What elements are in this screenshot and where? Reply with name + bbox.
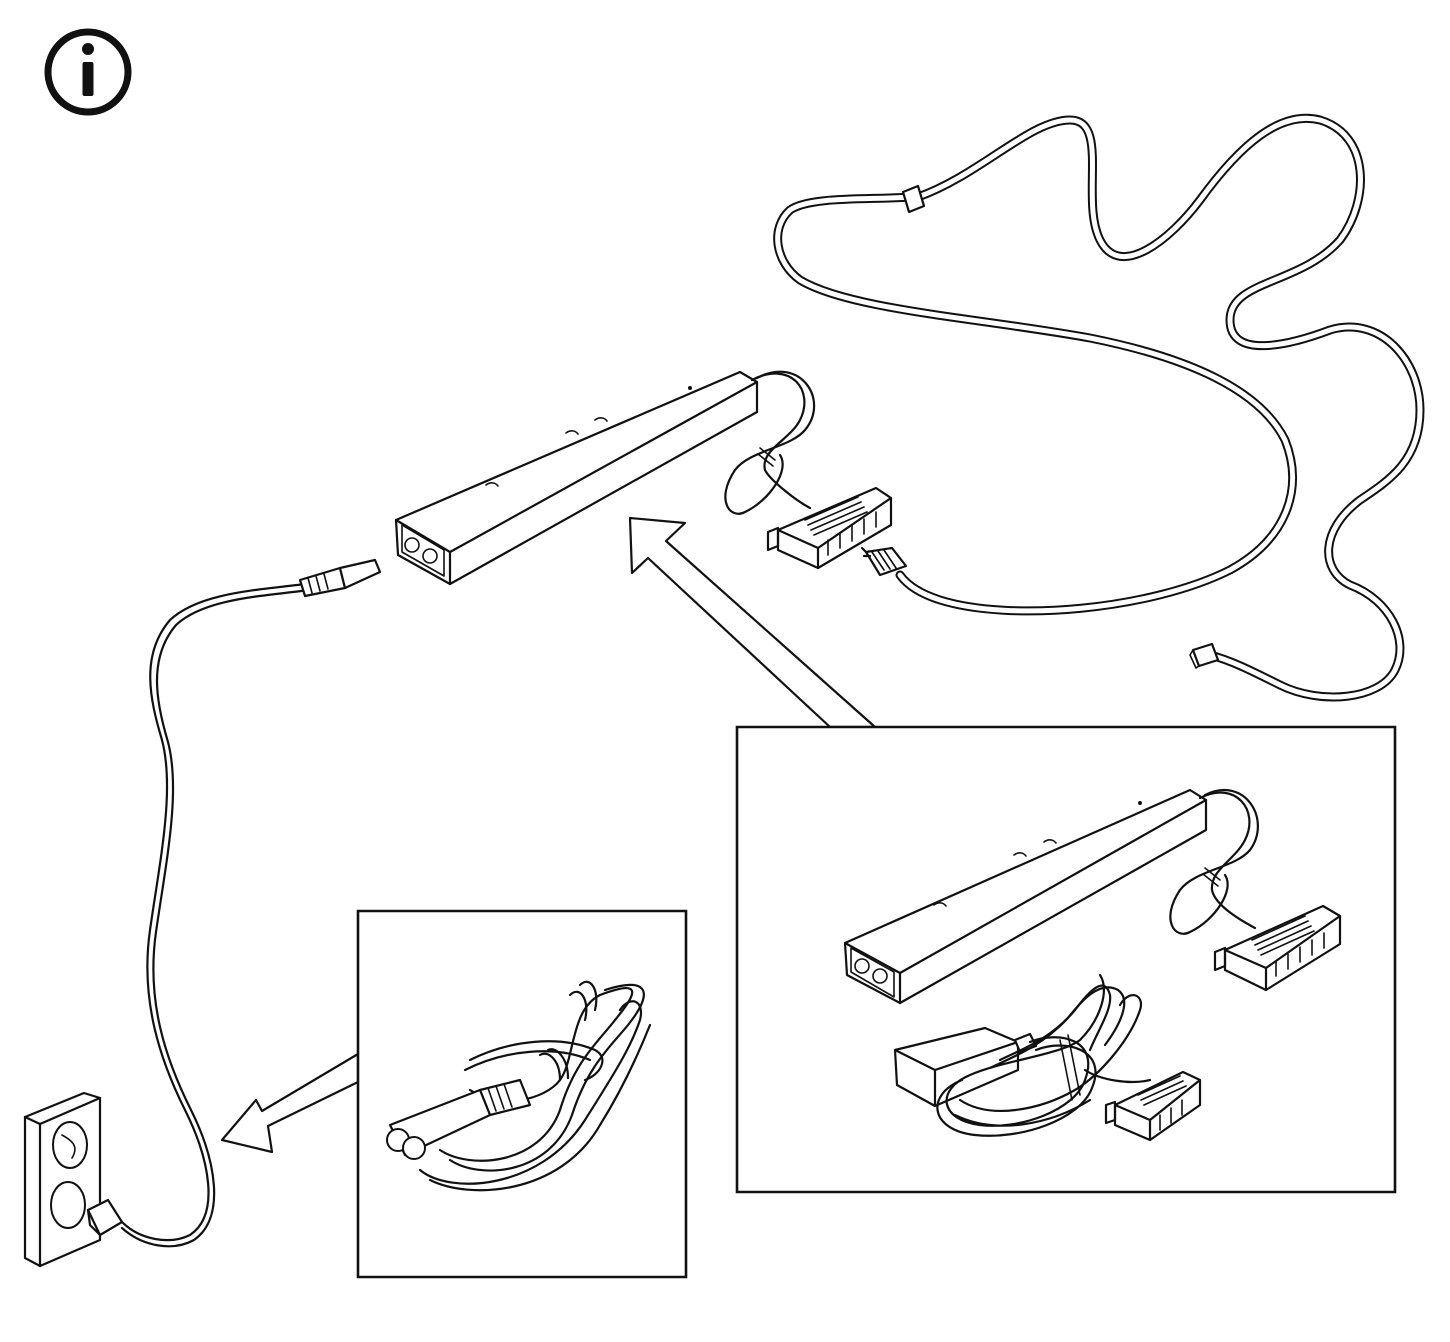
inset-power-cord [358, 911, 686, 1277]
mains-cord [122, 560, 380, 1246]
led-extension-cable [778, 118, 1420, 697]
inset-driver-kit [737, 727, 1395, 1192]
wall-outlet [25, 1093, 122, 1266]
info-icon [48, 32, 128, 112]
led-driver [396, 372, 814, 584]
distribution-block [768, 488, 891, 568]
cable-plug [862, 548, 906, 575]
arrow-to-outlet [222, 1054, 358, 1152]
